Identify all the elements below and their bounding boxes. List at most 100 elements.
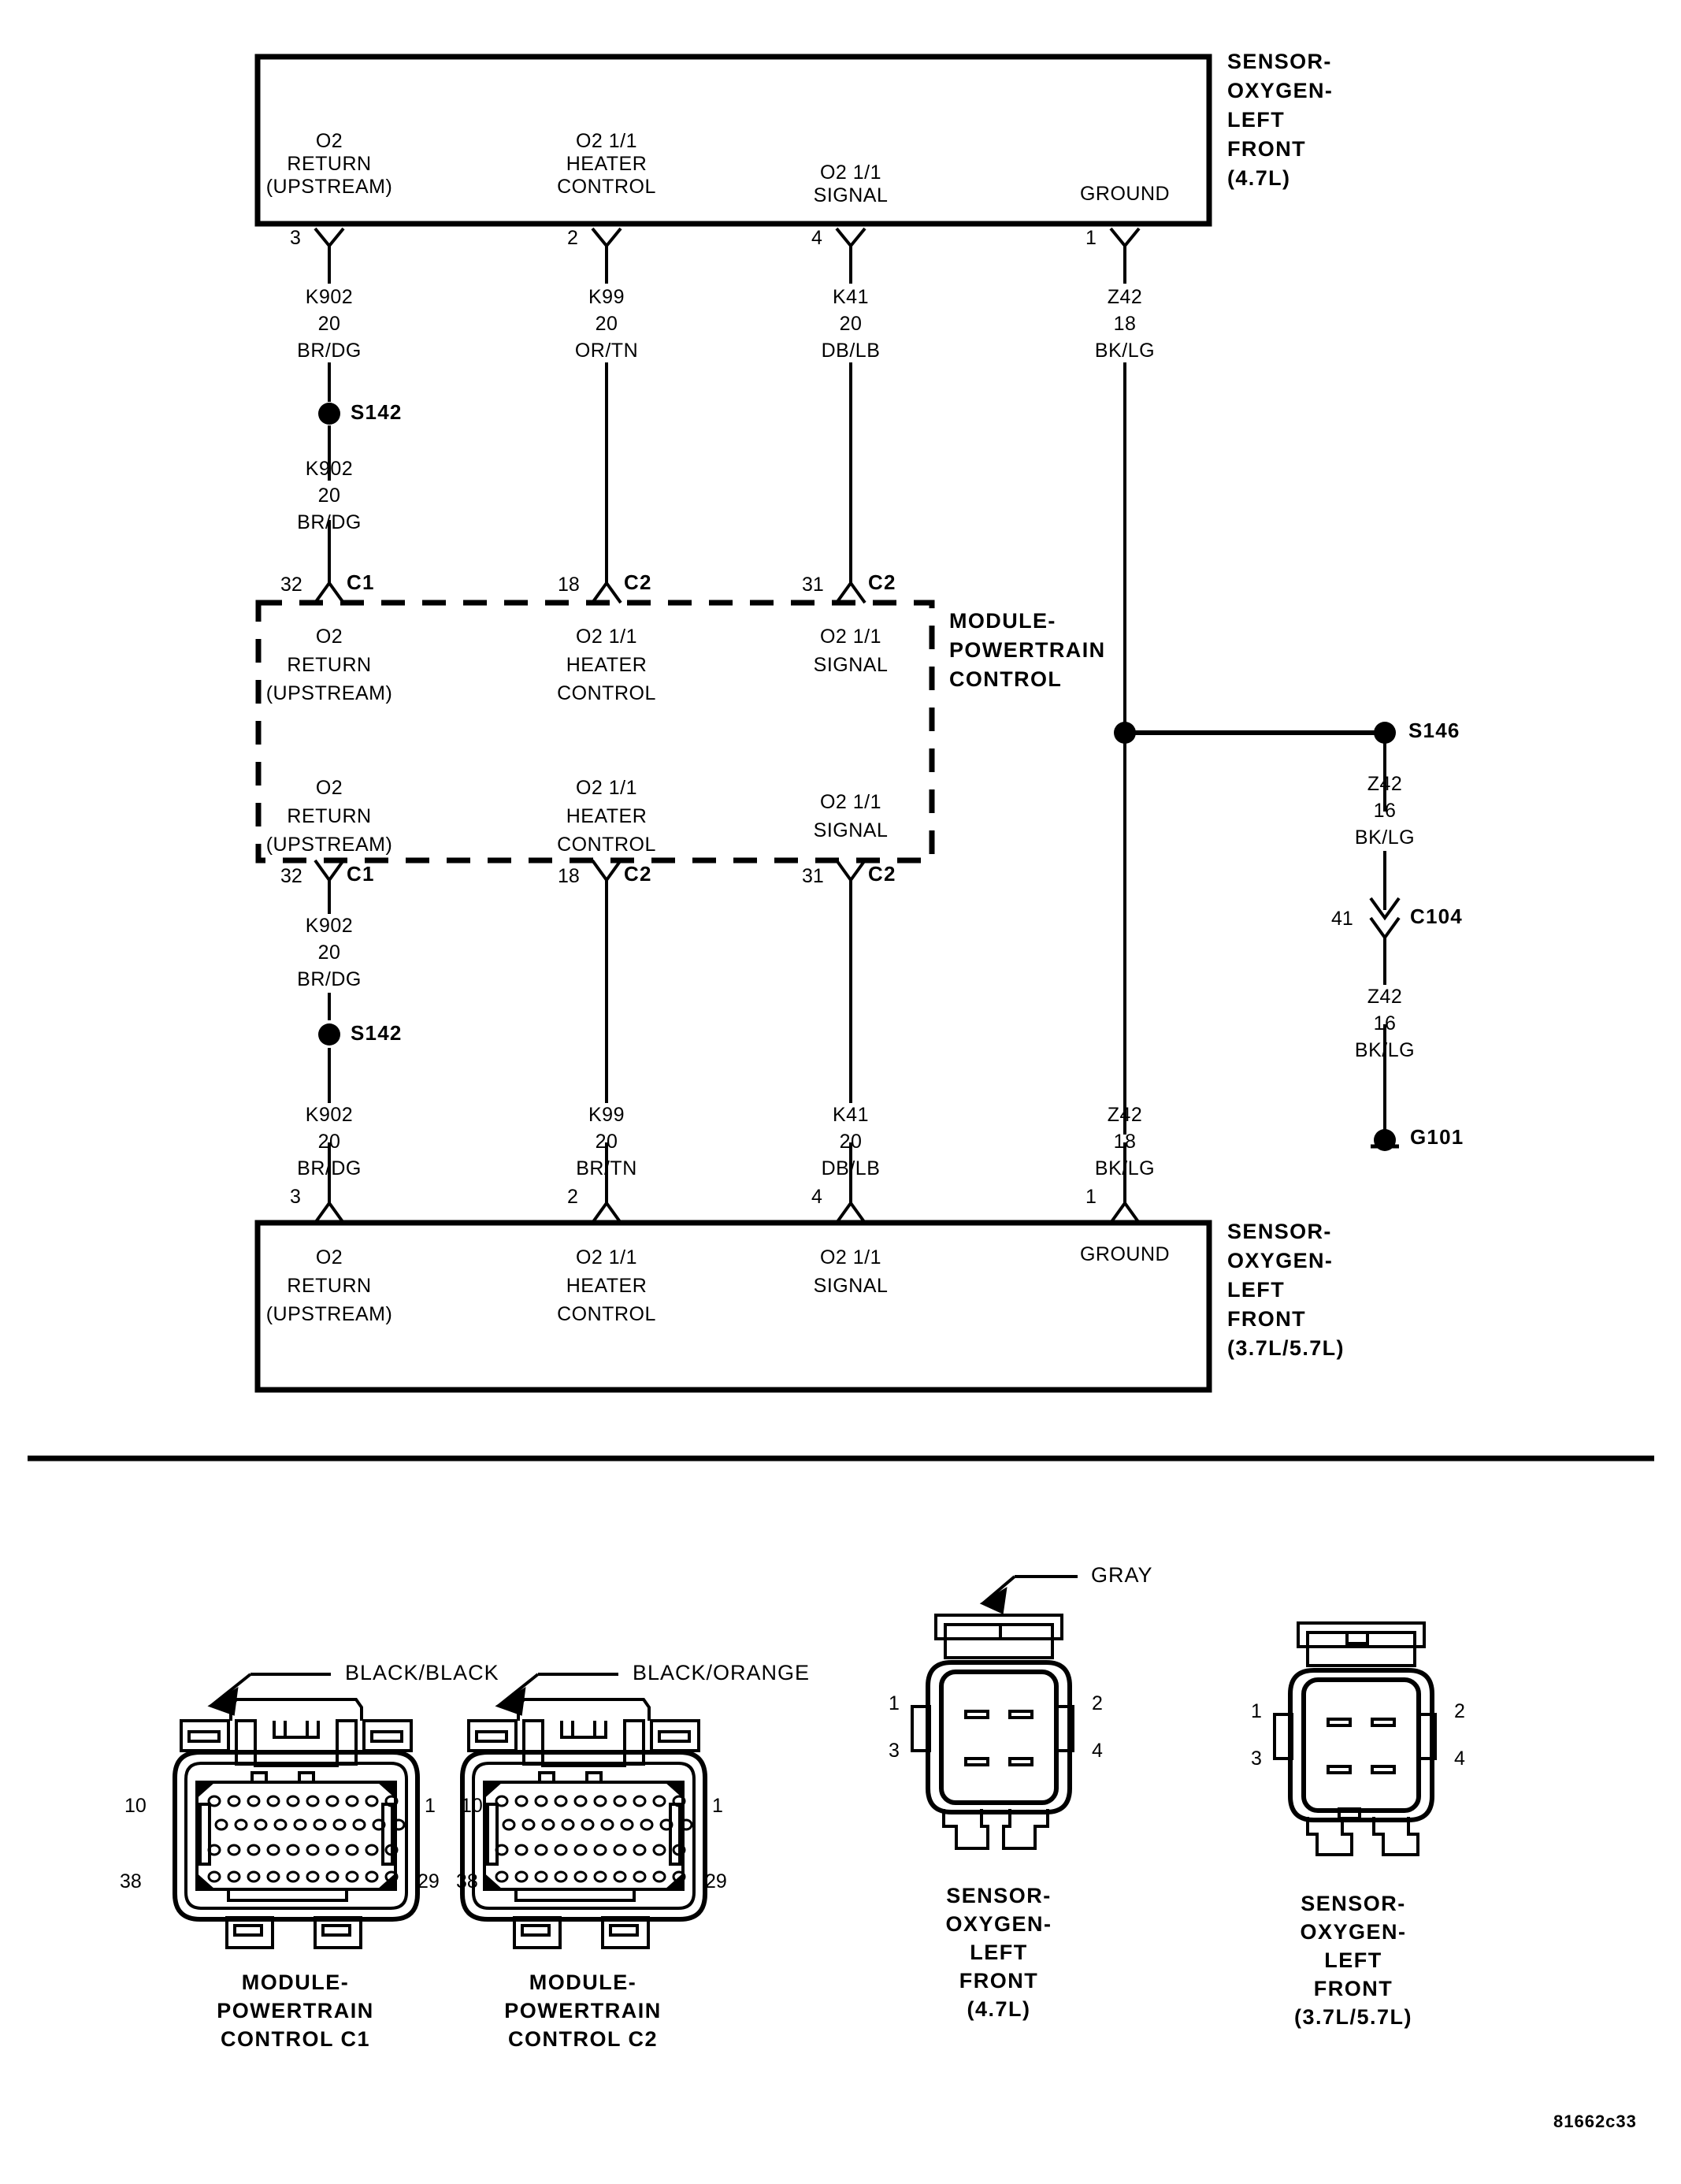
- wire-color: BR/DG: [297, 340, 362, 362]
- pcm-top-conn-c2a: C2: [624, 570, 652, 594]
- wire-label-z42-bottom: Z42 18 BK/LG: [1095, 1101, 1155, 1182]
- wire-label-k99-top: K99 20 OR/TN: [575, 284, 638, 364]
- o2-47-pin-3: 3: [889, 1740, 900, 1762]
- text-line: (UPSTREAM): [265, 1303, 393, 1325]
- top-sensor-pin-4: 4: [811, 227, 822, 249]
- text-line: O2: [315, 1246, 343, 1268]
- pcm-c2-caption: MODULE- POWERTRAIN CONTROL C2: [504, 1968, 662, 2053]
- bottom-sensor-pin-2: 2: [567, 1186, 578, 1208]
- pcm-bottom-pin-number-18: 18: [558, 865, 580, 887]
- pcm-c2-connector-drawing: [460, 1673, 707, 1949]
- text-line: O2 1/1: [575, 626, 638, 648]
- text-line: SIGNAL: [813, 819, 889, 841]
- text-line: (3.7L/5.7L): [1227, 1336, 1345, 1360]
- text-line: CONTROL: [949, 667, 1063, 691]
- wire-gauge: 16: [1373, 1012, 1397, 1034]
- bottom-sensor-terminal-4-label: O2 1/1 SIGNAL: [814, 1243, 889, 1300]
- pcm-top-pin-number-18: 18: [558, 574, 580, 596]
- wire-label-z42-top: Z42 18 BK/LG: [1095, 284, 1155, 364]
- text-line: LEFT: [1227, 1278, 1286, 1302]
- splice-label-s146: S146: [1408, 719, 1460, 742]
- o2-3757-pin-2: 2: [1454, 1700, 1465, 1722]
- pcm-bottom-conn-c1: C1: [347, 862, 375, 886]
- text-line: CONTROL C2: [507, 2027, 658, 2051]
- o2-3757-caption: SENSOR- OXYGEN- LEFT FRONT (3.7L/5.7L): [1294, 1889, 1412, 2031]
- pcm-top-pin-number-31: 31: [802, 574, 824, 596]
- pcm-c2-pin-top-right: 1: [712, 1795, 723, 1817]
- wire-color: BK/LG: [1094, 1157, 1156, 1179]
- text-line: LEFT: [970, 1941, 1028, 1964]
- circuit-id: Z42: [1107, 286, 1143, 308]
- text-line: SIGNAL: [813, 1275, 889, 1297]
- wire-label-z42-above-c104: Z42 16 BK/LG: [1355, 771, 1415, 851]
- text-line: POWERTRAIN: [217, 1999, 374, 2022]
- text-line: O2 1/1: [575, 130, 638, 152]
- wire-color: DB/LB: [821, 340, 881, 362]
- pcm-top-terminal-32-label: O2 RETURN (UPSTREAM): [266, 622, 393, 708]
- bottom-sensor-name: SENSOR- OXYGEN- LEFT FRONT (3.7L/5.7L): [1227, 1217, 1345, 1363]
- wire-label-k41-bottom: K41 20 DB/LB: [822, 1101, 881, 1182]
- circuit-id: K902: [305, 286, 354, 308]
- top-sensor-pin-1: 1: [1085, 227, 1097, 249]
- wire-label-z42-below-c104: Z42 16 BK/LG: [1355, 983, 1415, 1064]
- wire-gauge: 20: [839, 313, 863, 335]
- pcm-name: MODULE- POWERTRAIN CONTROL: [949, 607, 1106, 694]
- text-line: RETURN: [287, 654, 372, 676]
- text-line: GROUND: [1079, 183, 1171, 205]
- wire-gauge: 20: [595, 313, 618, 335]
- pcm-bottom-terminal-32-label: O2 RETURN (UPSTREAM): [266, 774, 393, 859]
- text-line: OXYGEN-: [1300, 1920, 1407, 1944]
- wire-gauge: 20: [317, 313, 341, 335]
- top-sensor-pin-3: 3: [290, 227, 301, 249]
- pcm-c2-pin-bottom-left: 38: [456, 1870, 478, 1892]
- text-line: RETURN: [287, 1275, 372, 1297]
- text-line: RETURN: [287, 153, 372, 175]
- text-line: O2 1/1: [819, 162, 882, 184]
- wire-label-k902-mid: K902 20 BR/DG: [297, 455, 362, 536]
- wire-gauge: 16: [1373, 800, 1397, 822]
- o2-47-caption: SENSOR- OXYGEN- LEFT FRONT (4.7L): [945, 1881, 1052, 2023]
- text-line: GROUND: [1079, 1243, 1171, 1265]
- circuit-id: K902: [305, 458, 354, 480]
- wire-label-k41-top: K41 20 DB/LB: [822, 284, 881, 364]
- top-sensor-terminal-4-label: O2 1/1 SIGNAL: [814, 162, 889, 207]
- top-sensor-pin-2: 2: [567, 227, 578, 249]
- wire-color: BR/DG: [297, 1157, 362, 1179]
- text-line: (UPSTREAM): [265, 834, 393, 856]
- top-sensor-terminal-1-label: GROUND: [1080, 183, 1170, 206]
- text-line: MODULE-: [949, 609, 1056, 633]
- o2-47-pin-2: 2: [1092, 1692, 1103, 1714]
- text-line: FRONT: [959, 1969, 1039, 1993]
- text-line: OXYGEN-: [945, 1912, 1052, 1936]
- text-line: CONTROL: [557, 1303, 656, 1325]
- circuit-id: Z42: [1367, 986, 1403, 1008]
- bottom-sensor-terminal-2-label: O2 1/1 HEATER CONTROL: [557, 1243, 656, 1328]
- wire-color: BR/TN: [576, 1157, 637, 1179]
- pcm-c1-caption: MODULE- POWERTRAIN CONTROL C1: [217, 1968, 374, 2053]
- text-line: RETURN: [287, 805, 372, 827]
- o2-47-pin-1: 1: [889, 1692, 900, 1714]
- circuit-id: K99: [588, 286, 625, 308]
- pcm-top-conn-c2b: C2: [868, 570, 896, 594]
- circuit-id: Z42: [1107, 1104, 1143, 1126]
- c104-connector-label: C104: [1410, 904, 1463, 928]
- pcm-c2-pin-top-left: 10: [461, 1795, 483, 1817]
- junction-dot-ground: [1114, 722, 1136, 744]
- splice-dot-s142-bottom: [318, 1023, 340, 1046]
- bottom-sensor-terminal-3-label: O2 RETURN (UPSTREAM): [266, 1243, 393, 1328]
- pcm-c1-pin-top-right: 1: [425, 1795, 436, 1817]
- text-line: (3.7L/5.7L): [1293, 2005, 1413, 2029]
- wire-label-k902-bottom: K902 20 BR/DG: [297, 1101, 362, 1182]
- o2-47-callout: GRAY: [1091, 1563, 1153, 1587]
- text-line: CONTROL: [557, 682, 656, 704]
- splice-label-s142-bottom: S142: [351, 1021, 403, 1045]
- text-line: FRONT: [1227, 1307, 1306, 1331]
- text-line: HEATER: [566, 654, 648, 676]
- text-line: FRONT: [1227, 137, 1306, 161]
- pcm-bottom-pin-number-31: 31: [802, 865, 824, 887]
- circuit-id: K41: [833, 1104, 869, 1126]
- o2-47-connector-drawing: [911, 1575, 1078, 1850]
- wire-color: OR/TN: [574, 340, 639, 362]
